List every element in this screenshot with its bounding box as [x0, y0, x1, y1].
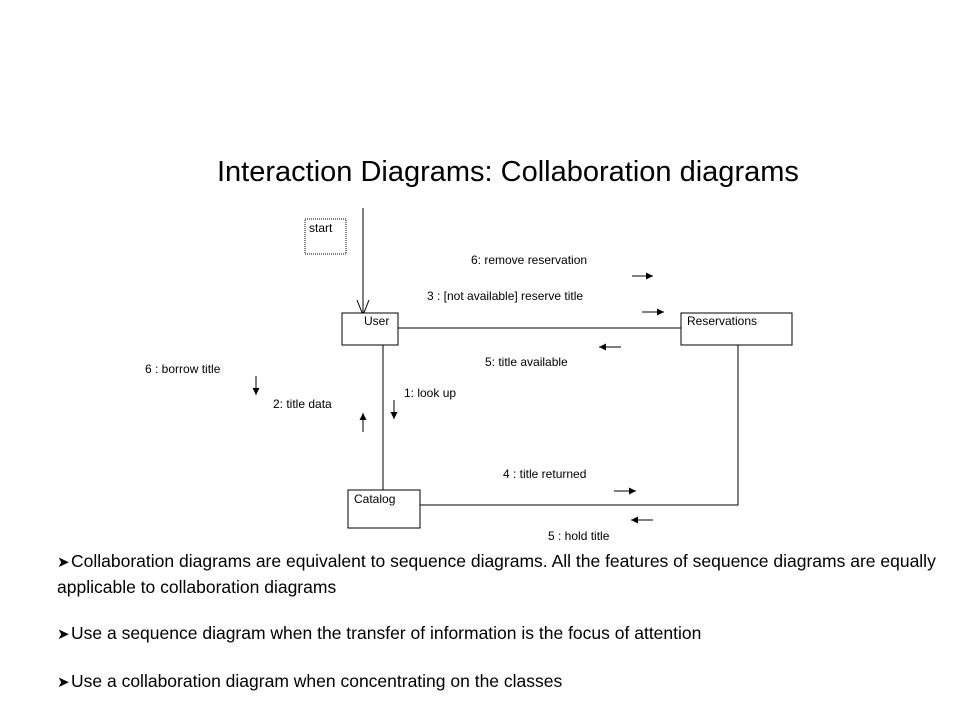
- bullet-list: ➤Collaboration diagrams are equivalent t…: [57, 549, 937, 695]
- bullet-item: ➤Use a collaboration diagram when concen…: [57, 669, 937, 695]
- start-note-label: start: [309, 221, 333, 235]
- message-title-available: 5: title available: [485, 355, 568, 369]
- message-title-returned: 4 : title returned: [503, 467, 587, 481]
- bullet-item: ➤Collaboration diagrams are equivalent t…: [57, 549, 937, 599]
- message-look-up: 1: look up: [404, 386, 457, 400]
- bullet-text: Use a sequence diagram when the transfer…: [71, 623, 702, 643]
- message-borrow-title: 6 : borrow title: [145, 362, 221, 376]
- message-title-data: 2: title data: [273, 397, 332, 411]
- user-object-label: User: [364, 314, 390, 328]
- catalog-object-box: [347, 489, 421, 529]
- message-remove-reservation: 6: remove reservation: [471, 253, 588, 267]
- reservations-object-label: Reservations: [687, 314, 758, 328]
- catalog-object-label: Catalog: [354, 492, 396, 506]
- page-title: Interaction Diagrams: Collaboration diag…: [217, 156, 799, 188]
- arrow-bullet-icon: ➤: [57, 626, 70, 643]
- link-catalog-reservations: [420, 345, 739, 506]
- arrow-bullet-icon: ➤: [57, 674, 70, 691]
- user-object-box: [341, 312, 399, 346]
- bullet-text: Collaboration diagrams are equivalent to…: [57, 551, 936, 597]
- arrow-bullet-icon: ➤: [57, 554, 70, 571]
- bullet-item: ➤Use a sequence diagram when the transfe…: [57, 621, 937, 647]
- reservations-object-box: [680, 312, 793, 346]
- message-reserve-title: 3 : [not available] reserve title: [427, 289, 584, 303]
- start-note-box: [304, 218, 347, 255]
- message-hold-title: 5 : hold title: [548, 529, 610, 543]
- bullet-text: Use a collaboration diagram when concent…: [71, 671, 563, 691]
